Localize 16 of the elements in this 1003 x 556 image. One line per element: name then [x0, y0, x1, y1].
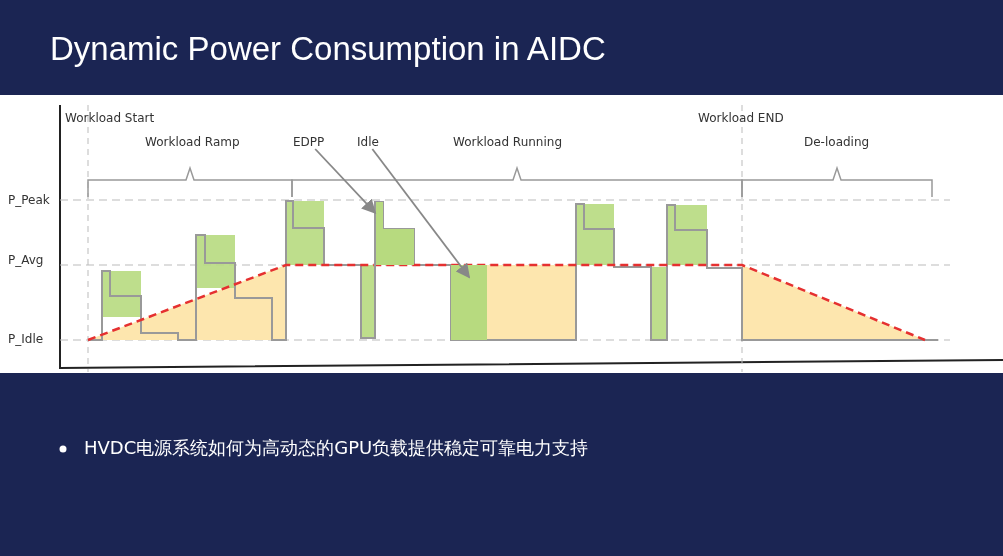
- callout-label: EDPP: [293, 135, 325, 149]
- axis-label: P_Peak: [8, 193, 50, 207]
- phase-label: Workload Running: [453, 135, 563, 149]
- marker-label: Workload Start: [65, 111, 155, 125]
- slide-title: Dynamic Power Consumption in AIDC: [50, 30, 606, 68]
- phase-label: De-loading: [804, 135, 870, 149]
- bullet-text: HVDC电源系统如何为高动态的GPU负载提供稳定可靠电力支持: [84, 436, 589, 460]
- axis-label: P_Avg: [8, 253, 44, 267]
- idle-power-region: [451, 265, 487, 340]
- leader-arrow: [314, 148, 377, 215]
- leader-arrow: [371, 148, 471, 279]
- peak-power-bar: [375, 202, 414, 265]
- phase-label: Workload Ramp: [145, 135, 240, 149]
- axis-label: P_Idle: [8, 332, 44, 346]
- callout-label: Idle: [357, 135, 379, 149]
- marker-label: Workload END: [698, 111, 784, 125]
